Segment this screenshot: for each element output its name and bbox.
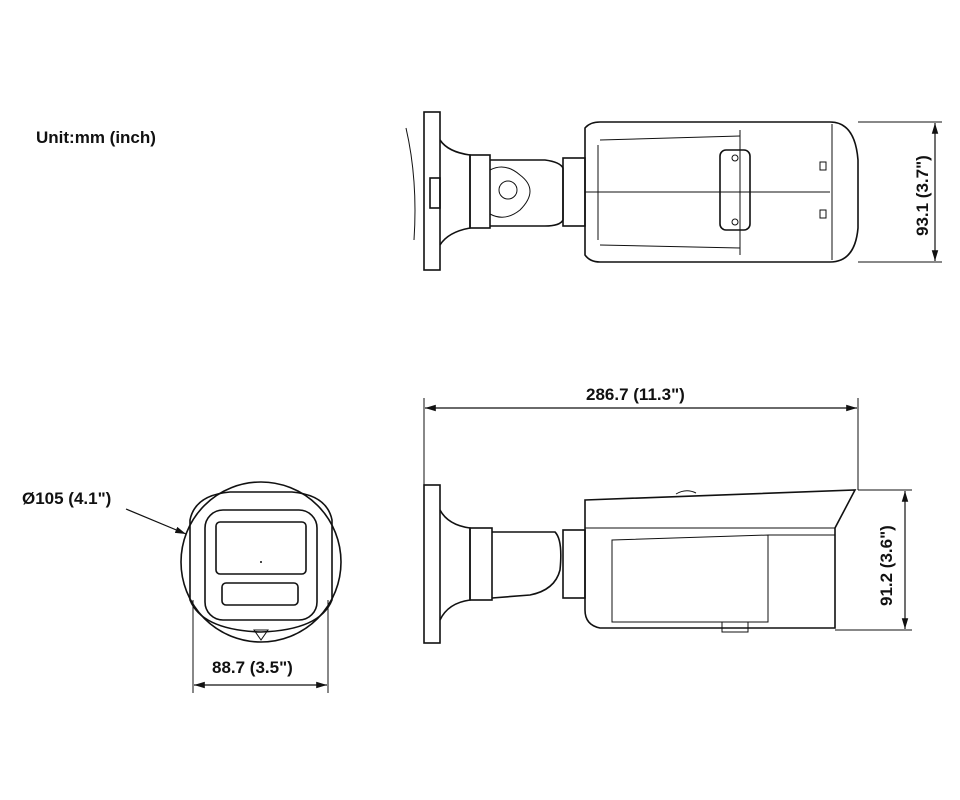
width-front-label: 88.7 (3.5") — [212, 658, 293, 677]
height-side-label: 91.2 (3.6") — [877, 525, 896, 606]
dimension-height-top: 93.1 (3.7") — [858, 121, 942, 263]
dimension-height-side: 91.2 (3.6") — [835, 489, 912, 631]
dimension-width-front: 88.7 (3.5") — [192, 600, 329, 693]
front-view-camera — [180, 481, 342, 643]
side-view-camera — [423, 484, 857, 644]
top-view-camera — [405, 111, 859, 271]
dimension-total-length: 286.7 (11.3") — [423, 385, 859, 490]
diameter-label: Ø105 (4.1") — [22, 489, 111, 508]
total-length-label: 286.7 (11.3") — [586, 385, 685, 404]
dimension-diameter: Ø105 (4.1") — [22, 489, 187, 535]
height-top-label: 93.1 (3.7") — [913, 155, 932, 236]
unit-label: Unit:mm (inch) — [36, 128, 156, 147]
